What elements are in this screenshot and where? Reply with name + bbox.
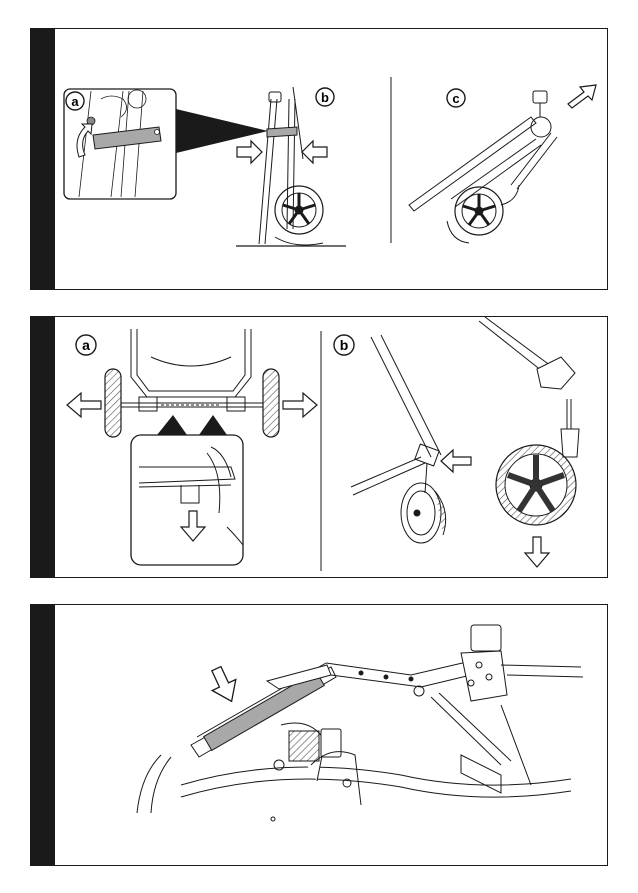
stroller-folded-b <box>236 87 346 246</box>
stroller-folding-c <box>409 91 557 243</box>
step-label-b: b <box>321 90 329 105</box>
step-label-c: c <box>452 91 459 106</box>
stroller-frame-closeup <box>137 625 583 821</box>
arrow-down-icon <box>525 537 549 567</box>
arrow-left-icon <box>441 450 471 472</box>
arrow-right-icon <box>283 393 317 417</box>
instruction-panel-wheels: a b <box>30 316 608 578</box>
zoom-wedge <box>199 415 227 435</box>
right-wheel <box>263 369 279 437</box>
step-label-b: b <box>340 337 349 353</box>
arrow-up-right-icon <box>568 85 596 108</box>
stroller-rear-frame <box>121 329 263 411</box>
step-label-a: a <box>71 94 79 109</box>
bumper-bar-illustration <box>31 605 609 867</box>
wheels-illustration: a b <box>31 317 609 579</box>
arrow-right-icon <box>237 141 262 163</box>
step-label-a: a <box>82 337 90 353</box>
inset-release-button <box>131 435 243 565</box>
instruction-panel-fold: a b <box>30 28 608 290</box>
arrow-down-icon <box>205 663 244 707</box>
front-wheel-attached <box>351 335 446 543</box>
zoom-wedge <box>157 415 187 435</box>
fold-illustration: a b <box>31 29 609 291</box>
arrow-left-icon <box>302 141 327 163</box>
left-wheel <box>105 369 121 437</box>
instruction-panel-bumper-bar <box>30 604 608 866</box>
arrow-left-icon <box>67 393 101 417</box>
front-wheel-detached <box>479 317 579 525</box>
